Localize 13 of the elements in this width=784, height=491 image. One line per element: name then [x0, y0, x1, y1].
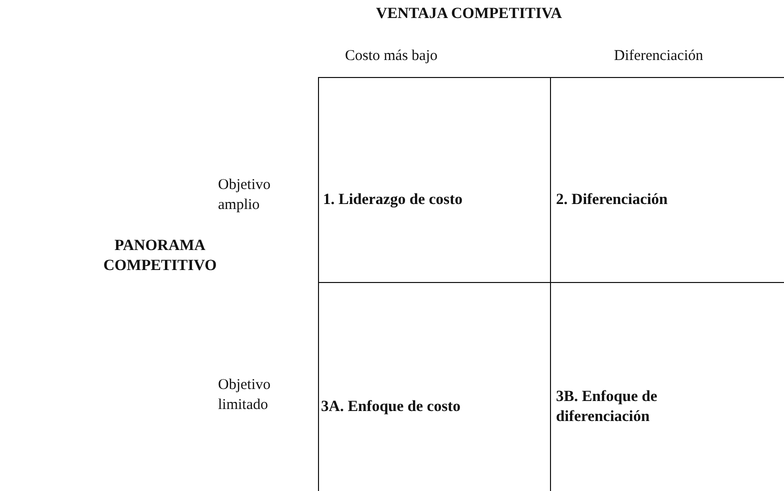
matrix-cell [318, 77, 551, 283]
column-header: Costo más bajo [345, 47, 438, 66]
strategy-label: 3A. Enfoque de costo [321, 397, 462, 417]
row-header: Objetivo amplio [218, 176, 272, 215]
column-header: Diferenciación [614, 47, 704, 66]
axis-title: PANORAMA COMPETITIVO [102, 236, 218, 276]
axis-title: VENTAJA COMPETITIVA [376, 4, 563, 24]
strategy-label: 3B. Enfoque de diferenciación [556, 387, 658, 427]
strategy-label: 2. Diferenciación [556, 190, 669, 210]
matrix-cell [318, 283, 551, 491]
matrix-cell [551, 77, 784, 283]
strategy-label: 1. Liderazgo de costo [323, 190, 464, 210]
row-header: Objetivo limitado [218, 376, 272, 415]
